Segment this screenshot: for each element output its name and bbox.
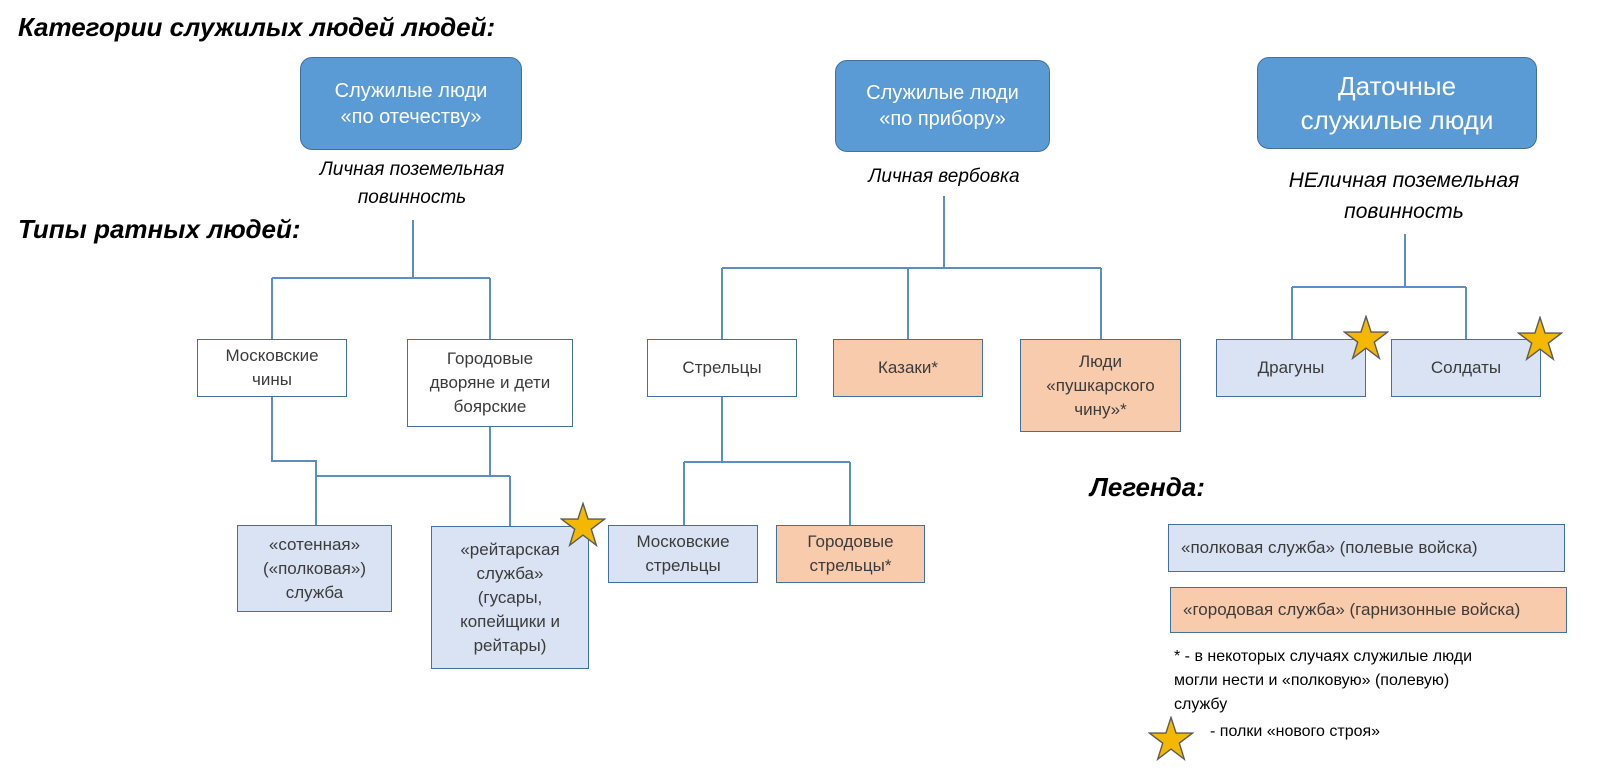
type-city-nobles: Городовые дворяне и дети боярские <box>407 339 573 427</box>
legend-star-icon <box>1148 716 1194 762</box>
legend-garrison-service: «городовая служба» (гарнизонные войска) <box>1170 587 1567 633</box>
star-icon <box>1343 315 1389 361</box>
star-icon <box>560 502 606 548</box>
type-moscow-ranks: Московские чины <box>197 339 347 397</box>
category-fatherland-note: Личная поземельная повинность <box>319 159 505 208</box>
category-datochnye-note: НЕличная поземельная повинность <box>1288 169 1520 223</box>
type-pushkar-people: Люди «пушкарского чину»* <box>1020 339 1181 432</box>
legend-footnote: * - в некоторых случаях служилые люди мо… <box>1174 648 1473 713</box>
type-reitar-service: «рейтарская служба» (гусары, копейщики и… <box>431 526 589 669</box>
type-soldiers: Солдаты <box>1391 339 1541 397</box>
category-datochnye: Даточные служилые люди <box>1257 57 1537 149</box>
category-fatherland: Служилые люди «по отечеству» <box>300 57 522 150</box>
types-heading: Типы ратных людей: <box>18 214 301 244</box>
type-cossacks: Казаки* <box>833 339 983 397</box>
star-icon <box>1517 316 1563 362</box>
categories-heading: Категории служилых людей людей: <box>18 12 496 42</box>
type-streltsy: Стрельцы <box>647 339 797 397</box>
type-city-streltsy: Городовые стрельцы* <box>776 525 925 583</box>
category-recruit-note: Личная вербовка <box>868 166 1020 187</box>
legend-regimental-service: «полковая служба» (полевые войска) <box>1168 524 1565 572</box>
legend-heading: Легенда: <box>1090 472 1205 502</box>
category-recruit: Служилые люди «по прибору» <box>835 60 1050 152</box>
type-moscow-streltsy: Московские стрельцы <box>608 525 758 583</box>
type-dragoons: Драгуны <box>1216 339 1366 397</box>
type-sotennaya-service: «сотенная» («полковая») служба <box>237 525 392 612</box>
legend-star-note: - полки «нового строя» <box>1210 723 1381 740</box>
